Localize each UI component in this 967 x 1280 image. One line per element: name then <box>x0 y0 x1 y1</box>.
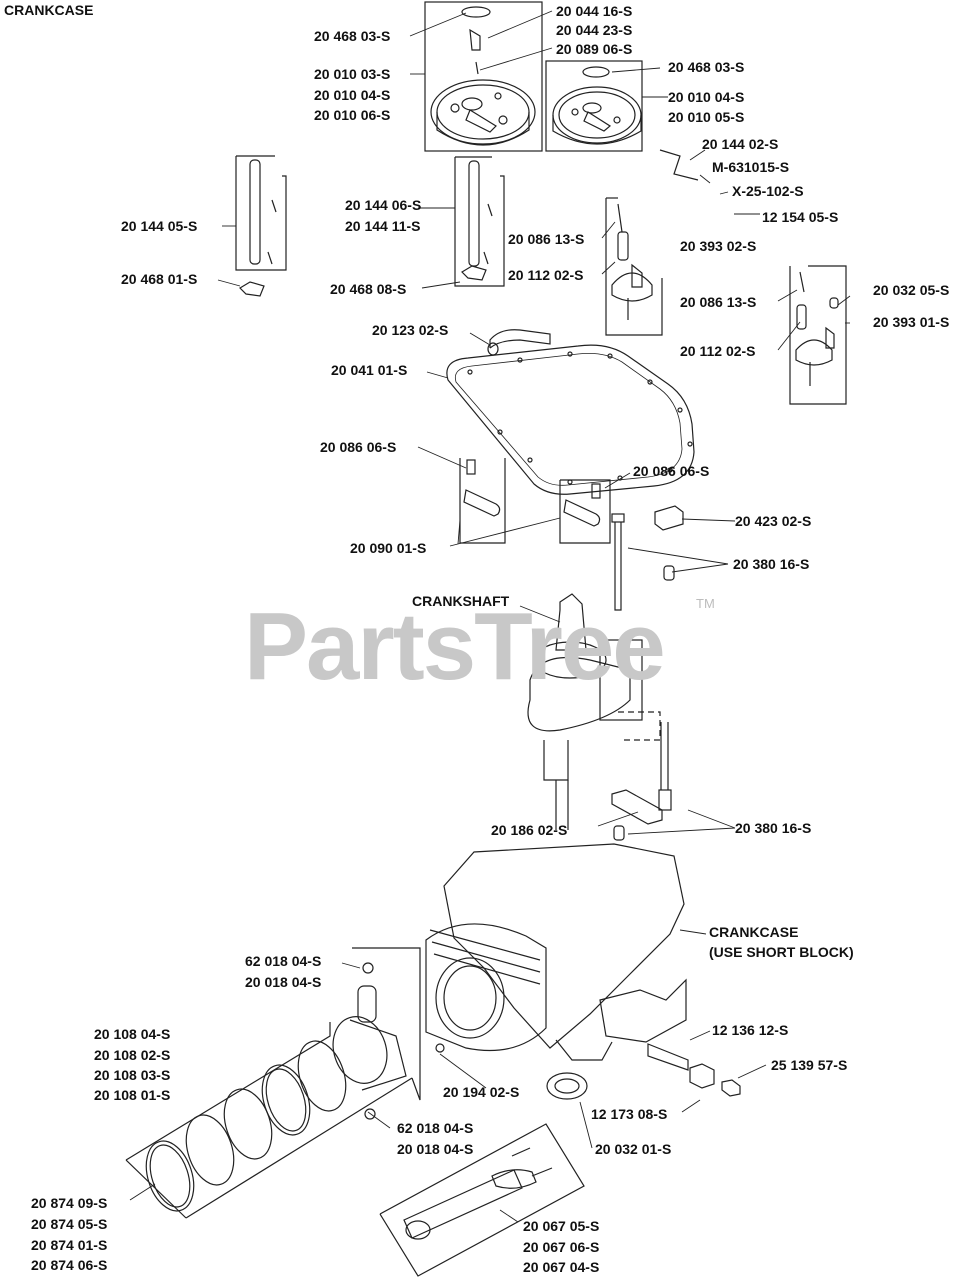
balancer-spacer <box>611 789 663 825</box>
part-label: 20 468 03-S <box>314 28 391 44</box>
part-label: 20 194 02-S <box>443 1084 520 1100</box>
part-label: 20 044 16-S <box>556 3 633 19</box>
balancer-link-1 <box>459 458 506 544</box>
part-label: 20 380 16-S <box>733 556 810 572</box>
part-label: 20 874 01-S <box>31 1237 108 1253</box>
part-label: 20 010 05-S <box>668 109 745 125</box>
dowel-pin-lower <box>613 825 625 841</box>
part-label: 20 041 01-S <box>331 362 408 378</box>
part-label: 25 139 57-S <box>771 1057 848 1073</box>
governor-assembly-2 <box>789 265 847 405</box>
part-label: 20 010 03-S <box>314 66 391 82</box>
oil-seal <box>546 1072 588 1100</box>
part-label: 20 067 05-S <box>523 1218 600 1234</box>
part-label: 20 423 02-S <box>735 513 812 529</box>
camshaft-gear-assembly-right <box>545 60 643 152</box>
balancer-link-2 <box>559 479 611 544</box>
part-label: 20 086 13-S <box>508 231 585 247</box>
part-label: 20 874 06-S <box>31 1257 108 1273</box>
part-label: 20 090 01-S <box>350 540 427 556</box>
part-label: 12 154 05-S <box>762 209 839 225</box>
connecting-rod <box>379 1123 585 1277</box>
part-label: X-25-102-S <box>732 183 804 199</box>
part-label: 20 010 06-S <box>314 107 391 123</box>
part-label: 20 108 01-S <box>94 1087 171 1103</box>
bolt-upper <box>611 513 625 611</box>
fitting <box>647 1043 689 1071</box>
bolt-lower <box>658 722 672 811</box>
part-label: 12 173 08-S <box>591 1106 668 1122</box>
watermark-tm: TM <box>696 596 715 611</box>
part-label: (USE SHORT BLOCK) <box>709 944 854 960</box>
part-label: 20 032 01-S <box>595 1141 672 1157</box>
part-label: 20 393 02-S <box>680 238 757 254</box>
part-label: 20 089 06-S <box>556 41 633 57</box>
part-label: 20 393 01-S <box>873 314 950 330</box>
spacer-block <box>654 505 684 531</box>
pushrod-left <box>235 155 287 297</box>
page-title: CRANKCASE <box>4 2 94 18</box>
part-label: 20 108 03-S <box>94 1067 171 1083</box>
part-label: 20 112 02-S <box>508 267 584 283</box>
part-label: 20 468 01-S <box>121 271 198 287</box>
part-label: 20 067 06-S <box>523 1239 600 1255</box>
part-label: 20 123 02-S <box>372 322 449 338</box>
pushrod-right <box>454 156 505 287</box>
part-label: 20 112 02-S <box>680 343 756 359</box>
part-label: 20 874 09-S <box>31 1195 108 1211</box>
part-label: 20 067 04-S <box>523 1259 600 1275</box>
part-label: 20 144 05-S <box>121 218 198 234</box>
pin-clip-2 <box>364 1108 376 1120</box>
part-label: CRANKCASE <box>709 924 799 940</box>
part-label: 20 144 02-S <box>702 136 779 152</box>
crankshaft <box>527 593 661 830</box>
part-label: 62 018 04-S <box>245 953 322 969</box>
part-label: 20 010 04-S <box>314 87 391 103</box>
part-label: 20 108 02-S <box>94 1047 171 1063</box>
part-label: 20 086 13-S <box>680 294 757 310</box>
part-label: 20 018 04-S <box>397 1141 474 1157</box>
drain-plug-ring <box>435 1043 445 1053</box>
part-label: 20 144 06-S <box>345 197 422 213</box>
part-label: CRANKSHAFT <box>412 593 510 609</box>
part-label: 20 010 04-S <box>668 89 745 105</box>
part-label: 20 380 16-S <box>735 820 812 836</box>
piston-ring-set <box>125 947 421 1219</box>
plug <box>721 1079 741 1097</box>
camshaft-gear-assembly-left <box>424 1 543 152</box>
part-label: 12 136 12-S <box>712 1022 789 1038</box>
part-label: 20 186 02-S <box>491 822 568 838</box>
part-label: 20 086 06-S <box>320 439 397 455</box>
pin-clip <box>362 962 374 974</box>
dowel-pin-upper <box>663 565 675 581</box>
watermark-brand: PartsTree <box>244 593 666 700</box>
part-label: 20 874 05-S <box>31 1216 108 1232</box>
part-label: 20 144 11-S <box>345 218 421 234</box>
crankcase-block <box>425 843 687 1061</box>
part-label: 20 032 05-S <box>873 282 950 298</box>
part-label: 20 468 08-S <box>330 281 407 297</box>
part-label: 20 468 03-S <box>668 59 745 75</box>
governor-assembly-1 <box>605 149 699 336</box>
crankcase-gasket <box>446 344 695 495</box>
part-label: 20 086 06-S <box>633 463 710 479</box>
part-label: M-631015-S <box>712 159 790 175</box>
part-label: 20 018 04-S <box>245 974 322 990</box>
part-label: 62 018 04-S <box>397 1120 474 1136</box>
part-label: 20 108 04-S <box>94 1026 171 1042</box>
nut <box>689 1063 715 1089</box>
breather-tube <box>487 329 551 356</box>
piston-pin <box>357 985 377 1023</box>
part-label: 20 044 23-S <box>556 22 633 38</box>
